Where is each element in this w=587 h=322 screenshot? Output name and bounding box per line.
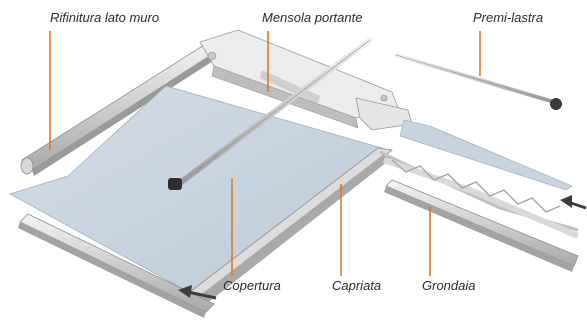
- label-rifinitura: Rifinitura lato muro: [50, 10, 159, 25]
- assembly-arrow-right: [560, 195, 587, 210]
- label-capriata: Capriata: [332, 278, 381, 293]
- pressure-rod-small: [394, 53, 562, 110]
- label-mensola: Mensola portante: [262, 10, 362, 25]
- assembly-arrow-bottom: [178, 285, 217, 300]
- label-premi: Premi-lastra: [473, 10, 543, 25]
- pressure-rod-long: [168, 37, 373, 190]
- gutter: [384, 179, 579, 272]
- bearing-bracket: [199, 29, 399, 129]
- label-grondaia: Grondaia: [422, 278, 475, 293]
- wall-trim-rail: [20, 39, 224, 176]
- lower-gutter: [18, 213, 215, 318]
- right-beam: [355, 97, 573, 191]
- label-copertura: Copertura: [223, 278, 281, 293]
